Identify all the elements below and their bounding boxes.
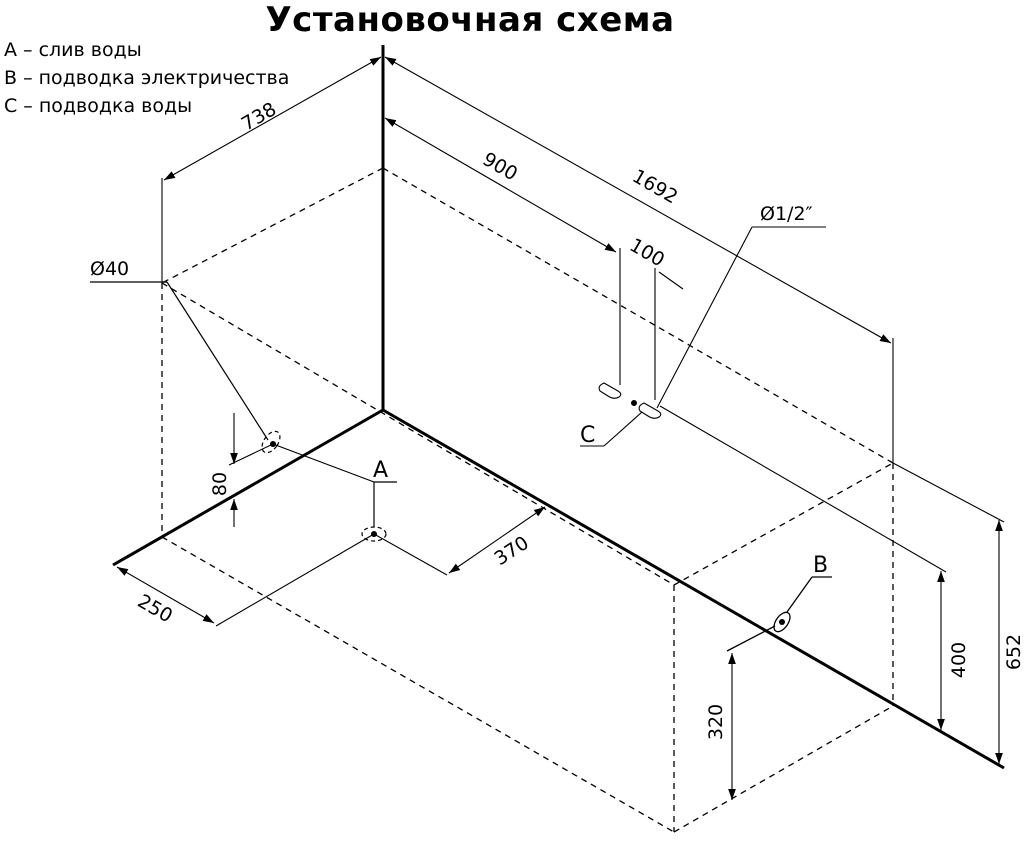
dimension-652	[892, 462, 1005, 764]
drain-upper	[90, 281, 281, 454]
dimension-370	[373, 506, 546, 576]
pipe-diameter-leader	[656, 226, 826, 409]
wall-lines	[112, 45, 1005, 770]
dimension-80	[228, 413, 274, 527]
legend-item-water-supply: C – подводка воды	[4, 95, 193, 117]
drain-marker: A	[373, 458, 388, 483]
dimension-100-label: 100	[626, 234, 668, 271]
water-supply-leader	[580, 411, 643, 447]
legend-item-drain: A – слив воды	[4, 39, 142, 61]
electricity-point	[726, 576, 832, 652]
diagram-title: Установочная схема	[265, 0, 675, 40]
water-supply-pipes	[598, 382, 662, 419]
pipe-diameter-label: Ø1/2″	[760, 203, 813, 225]
dimension-250	[116, 533, 375, 627]
dimension-400	[659, 405, 947, 730]
dimension-738	[161, 45, 384, 283]
dimension-100	[654, 268, 684, 400]
electricity-marker: B	[813, 553, 828, 578]
dimension-1692	[384, 56, 894, 463]
bathtub-outline	[161, 167, 894, 833]
dimension-370-label: 370	[491, 532, 533, 570]
dimension-320-label: 320	[705, 704, 727, 740]
dimension-900-label: 900	[479, 148, 521, 185]
dimension-80-label: 80	[209, 472, 231, 496]
water-supply-marker: C	[580, 423, 595, 448]
dimension-250-label: 250	[134, 590, 176, 627]
dimension-738-label: 738	[238, 98, 280, 135]
dimension-900	[384, 117, 621, 385]
drain-diameter-label: Ø40	[90, 258, 129, 280]
dimension-652-label: 652	[1003, 634, 1024, 670]
dimension-1692-label: 1692	[629, 165, 682, 208]
drain-floor	[272, 443, 397, 542]
dimension-400-label: 400	[948, 642, 970, 678]
